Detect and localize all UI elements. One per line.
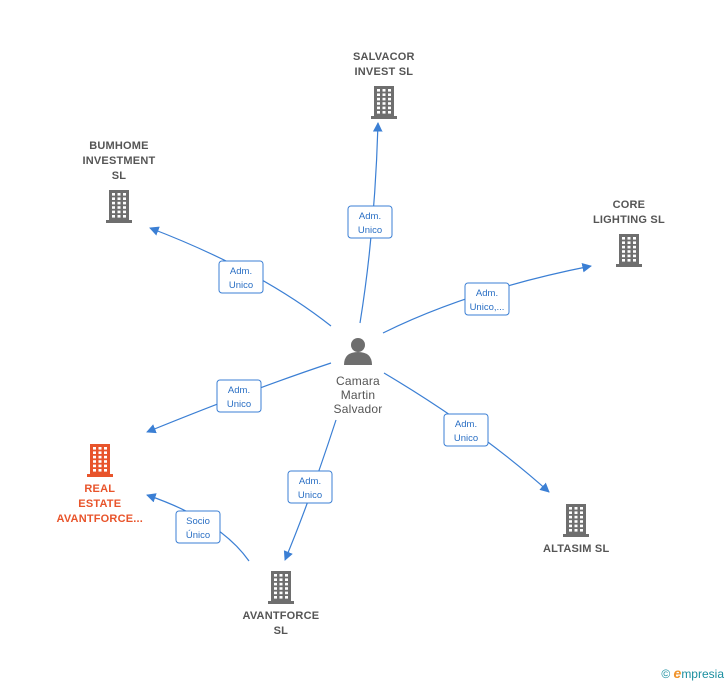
node-label-avantforce[interactable]: AVANTFORCE SL [243,609,320,639]
node-label-salvacor[interactable]: SALVACOR INVEST SL [353,50,415,80]
node-label-line: ESTATE [78,498,122,510]
relation-label-text: Adm. [476,288,498,299]
relation-label-person-core[interactable]: Adm. Unico,... [464,282,510,316]
node-label-line: AVANTFORCE [242,610,320,622]
relation-label-person-realestate[interactable]: Adm. Unico [216,379,262,413]
relation-label-text: Adm. [230,266,252,277]
node-label-core[interactable]: CORE LIGHTING SL [593,198,665,228]
node-label-altasim[interactable]: ALTASIM SL [543,542,609,557]
relation-label-box [443,413,489,447]
brand-initial: e [673,665,682,681]
node-label-line: SALVACOR [353,51,415,63]
node-label-line: INVESTMENT [82,155,156,167]
relation-label-box [347,205,393,239]
node-label-bumhome[interactable]: BUMHOME INVESTMENT SL [83,139,156,184]
relation-label-text: Adm. [359,211,381,222]
empresia-logo: © empresia [661,665,724,681]
building-icon-bumhome[interactable] [106,190,132,223]
relation-label-text: Unico [454,433,478,444]
relation-label-text: Unico [298,490,322,501]
node-label-realestate[interactable]: REAL ESTATE AVANTFORCE... [57,482,144,527]
copyright-symbol: © [661,667,671,681]
relation-label-text: Unico [227,399,251,410]
relation-label-text: Adm. [299,476,321,487]
relation-label-person-salvacor[interactable]: Adm. Unico [347,205,393,239]
relation-label-text: Único [186,530,210,541]
relation-label-box [464,282,510,316]
relation-label-text: Socio [186,516,210,527]
node-label-line: Salvador [333,402,383,416]
relation-label-text: Adm. [455,419,477,430]
relation-label-text: Adm. [228,385,250,396]
node-label-line: REAL [84,483,116,495]
brand-name: mpresia [681,667,724,681]
node-label-line: INVEST SL [354,66,414,78]
node-label-line: SL [111,170,127,182]
node-label-line: CORE [612,199,646,211]
node-label-line: LIGHTING SL [593,214,665,226]
node-label-line: ALTASIM SL [543,543,610,555]
building-icon-core[interactable] [616,234,642,267]
node-label-line: SL [273,625,289,637]
person-icon[interactable] [344,338,372,365]
node-label-line: Martin [340,388,376,402]
relation-label-text: Unico [358,225,382,236]
relation-label-person-bumhome[interactable]: Adm. Unico [218,260,264,294]
relation-label-text: Unico,... [470,302,505,313]
relation-label-box [218,260,264,294]
relation-label-person-avantforce[interactable]: Adm. Unico [287,470,333,504]
relation-label-box [175,510,221,544]
node-label-line: Camara [336,374,380,388]
relation-label-box [216,379,262,413]
building-icon-avantforce[interactable] [268,571,294,604]
building-icon-realestate[interactable] [87,444,113,477]
relation-label-text: Unico [229,280,253,291]
building-icon-salvacor[interactable] [371,86,397,119]
relation-label-box [287,470,333,504]
relation-label-person-altasim[interactable]: Adm. Unico [443,413,489,447]
building-icon-altasim[interactable] [563,504,589,537]
node-label-line: AVANTFORCE... [56,513,144,525]
node-label-line: BUMHOME [89,140,149,152]
